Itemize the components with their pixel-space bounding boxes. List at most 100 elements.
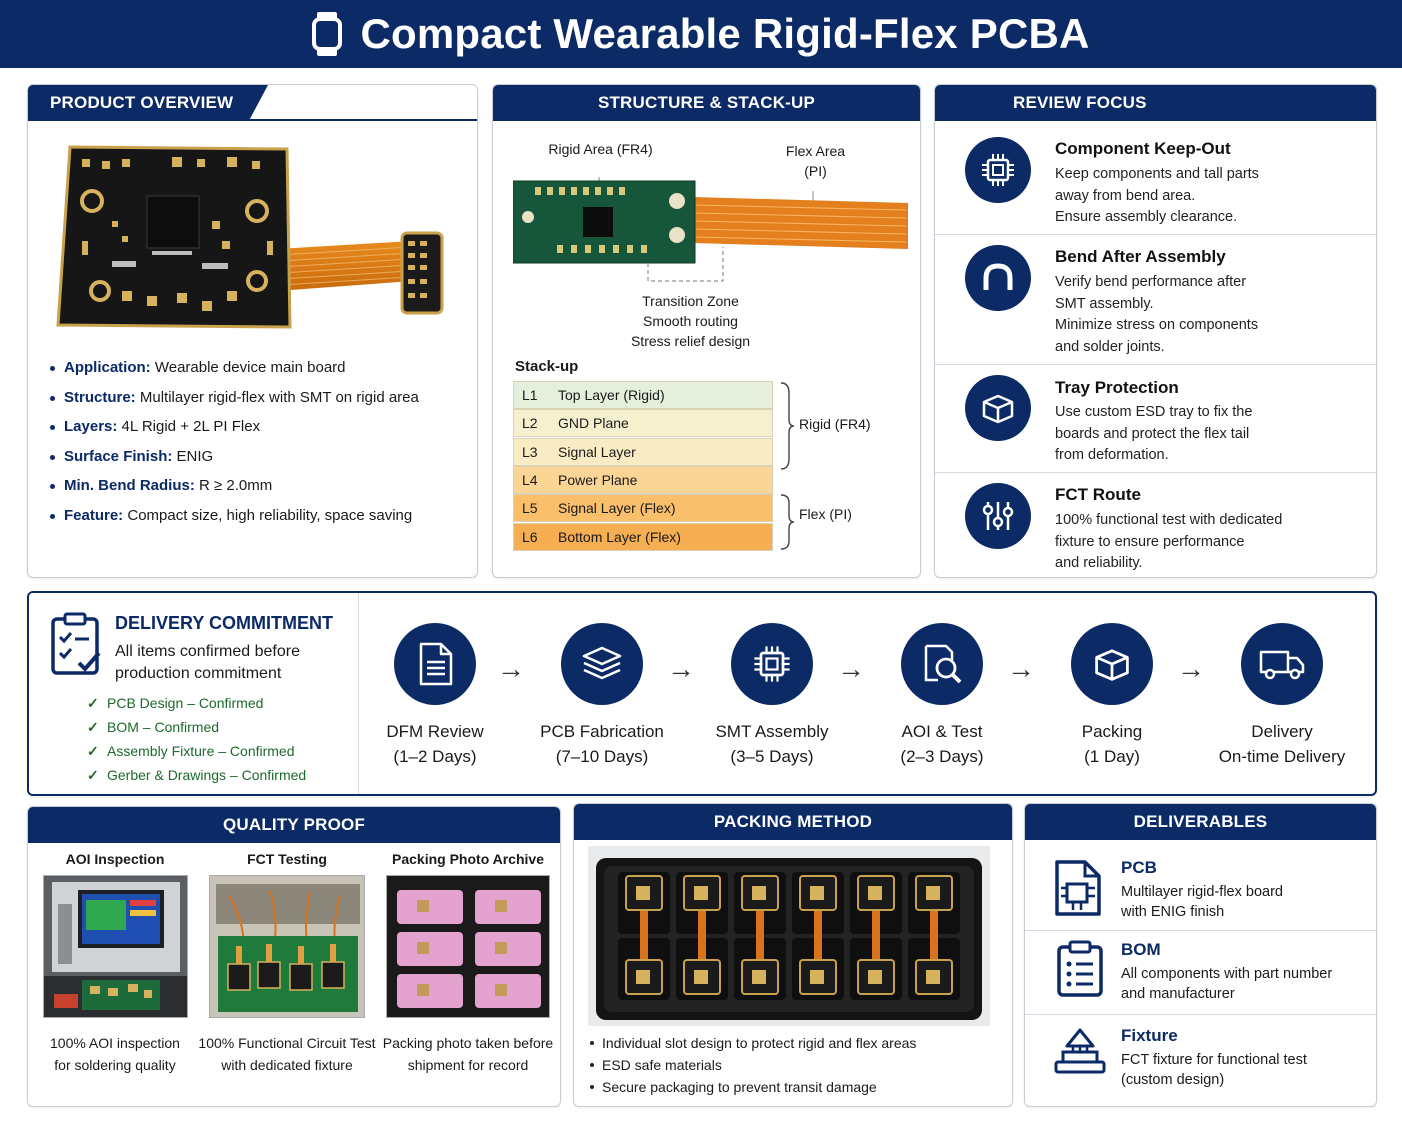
fixture-icon xyxy=(1054,1028,1106,1074)
esd-tray-image xyxy=(588,846,990,1026)
tray-board xyxy=(618,872,670,934)
deliverables-title: DELIVERABLES xyxy=(1025,804,1376,840)
deliverable-fixture: Fixture FCT fixture for functional test(… xyxy=(1053,1026,1373,1096)
packing-method-panel: PACKING METHOD Individual slot design to… xyxy=(573,803,1013,1107)
step-aoi: AOI & Test(2–3 Days) xyxy=(857,623,1027,769)
page-header: Compact Wearable Rigid-Flex PCBA xyxy=(0,0,1402,68)
structure-title: STRUCTURE & STACK-UP xyxy=(493,85,920,121)
tray-board xyxy=(734,872,786,934)
list-item: Layers: 4L Rigid + 2L PI Flex xyxy=(50,412,470,442)
chip-icon xyxy=(965,137,1031,203)
rigid-area-label: Rigid Area (FR4) xyxy=(548,141,653,157)
arrow-icon: → xyxy=(667,653,695,684)
bend-icon xyxy=(965,245,1031,311)
truck-icon xyxy=(1241,623,1323,705)
tray-board xyxy=(676,872,728,934)
step-packing: Packing(1 Day) xyxy=(1027,623,1197,769)
magnifier-icon xyxy=(901,623,983,705)
box-icon xyxy=(1071,623,1153,705)
review-item-fct: FCT Route 100% functional test with dedi… xyxy=(935,473,1376,577)
flex-bracket-label: Flex (PI) xyxy=(799,506,852,522)
packing-list: Individual slot design to protect rigid … xyxy=(588,1032,916,1098)
overview-list: Application: Wearable device main board … xyxy=(50,353,470,530)
delivery-steps: DFM Review(1–2 Days) → PCB Fabrication(7… xyxy=(359,593,1375,794)
check-item: Assembly Fixture – Confirmed xyxy=(85,739,306,763)
tray-board xyxy=(734,934,786,1000)
list-item: ESD safe materials xyxy=(588,1054,916,1076)
flex-bracket xyxy=(780,494,795,550)
tray-board xyxy=(908,934,960,1000)
review-item-keepout: Component Keep-Out Keep components and t… xyxy=(935,121,1376,235)
arrow-icon: → xyxy=(837,653,865,684)
delivery-panel: DELIVERY COMMITMENT All items confirmed … xyxy=(27,591,1377,796)
packing-photo-image xyxy=(386,875,550,1018)
arrow-icon: → xyxy=(1177,653,1205,684)
arrow-icon: → xyxy=(1007,653,1035,684)
list-item: Application: Wearable device main board xyxy=(50,353,470,383)
structure-panel: STRUCTURE & STACK-UP Rigid Area (FR4) Fl… xyxy=(492,84,921,578)
list-item: Feature: Compact size, high reliability,… xyxy=(50,501,470,531)
pcb-file-icon xyxy=(1055,860,1101,916)
product-overview-panel: PRODUCT OVERVIEW App xyxy=(27,84,478,578)
list-item: Structure: Multilayer rigid-flex with SM… xyxy=(50,383,470,413)
check-item: BOM – Confirmed xyxy=(85,715,306,739)
delivery-title: DELIVERY COMMITMENT xyxy=(115,613,334,633)
quality-col-packing: Packing Photo Archive Packing photo take… xyxy=(382,851,554,1073)
transition-zone-text: Transition Zone Smooth routing Stress re… xyxy=(630,293,751,349)
check-item: PCB Design – Confirmed xyxy=(85,691,306,715)
arrow-icon: → xyxy=(497,653,525,684)
review-item-tray: Tray Protection Use custom ESD tray to f… xyxy=(935,365,1376,473)
rigid-flex-diagram xyxy=(513,177,908,282)
deliverables-panel: DELIVERABLES PCB Multilayer rigid-flex b… xyxy=(1024,803,1377,1107)
list-item: Secure packaging to prevent transit dama… xyxy=(588,1076,916,1098)
tray-board xyxy=(850,872,902,934)
tray-board xyxy=(792,872,844,934)
list-item: Individual slot design to protect rigid … xyxy=(588,1032,916,1054)
tray-board xyxy=(618,934,670,1000)
product-overview-title: PRODUCT OVERVIEW xyxy=(28,85,268,121)
tray-board xyxy=(850,934,902,1000)
clipboard-check-icon xyxy=(51,612,101,675)
rigid-bracket xyxy=(780,382,795,470)
test-sliders-icon xyxy=(965,483,1031,549)
chip-icon xyxy=(731,623,813,705)
checklist: PCB Design – Confirmed BOM – Confirmed A… xyxy=(85,691,306,787)
aoi-machine-image xyxy=(42,875,188,1018)
packing-method-title: PACKING METHOD xyxy=(574,804,1012,840)
review-focus-title: REVIEW FOCUS xyxy=(935,85,1376,121)
flex-area-label: Flex Area (PI) xyxy=(785,143,846,179)
box-icon xyxy=(965,375,1031,441)
smartwatch-icon xyxy=(312,12,343,56)
fct-fixture-image xyxy=(209,875,365,1018)
review-focus-panel: REVIEW FOCUS Component Keep-Out Keep com… xyxy=(934,84,1377,578)
step-dfm: DFM Review(1–2 Days) xyxy=(350,623,520,769)
list-item: Surface Finish: ENIG xyxy=(50,442,470,472)
document-icon xyxy=(394,623,476,705)
quality-col-fct: FCT Testing 100% Functional Circuit Test… xyxy=(198,851,376,1073)
list-item: Min. Bend Radius: R ≥ 2.0mm xyxy=(50,471,470,501)
quality-proof-panel: QUALITY PROOF AOI Inspection 100% AOI in… xyxy=(27,806,561,1107)
rigid-flex-board-image xyxy=(56,145,444,329)
delivery-left: DELIVERY COMMITMENT All items confirmed … xyxy=(29,593,359,794)
clipboard-icon xyxy=(1057,940,1103,997)
step-smt: SMT Assembly(3–5 Days) xyxy=(687,623,857,769)
tray-board xyxy=(908,872,960,934)
check-item: Gerber & Drawings – Confirmed xyxy=(85,763,306,787)
stackup-label: Stack-up xyxy=(515,358,579,375)
tray-board xyxy=(676,934,728,1000)
layers-icon xyxy=(561,623,643,705)
tray-board xyxy=(792,934,844,1000)
step-pcb-fab: PCB Fabrication(7–10 Days) xyxy=(517,623,687,769)
page-title: Compact Wearable Rigid-Flex PCBA xyxy=(360,10,1090,57)
quality-proof-title: QUALITY PROOF xyxy=(28,807,560,843)
